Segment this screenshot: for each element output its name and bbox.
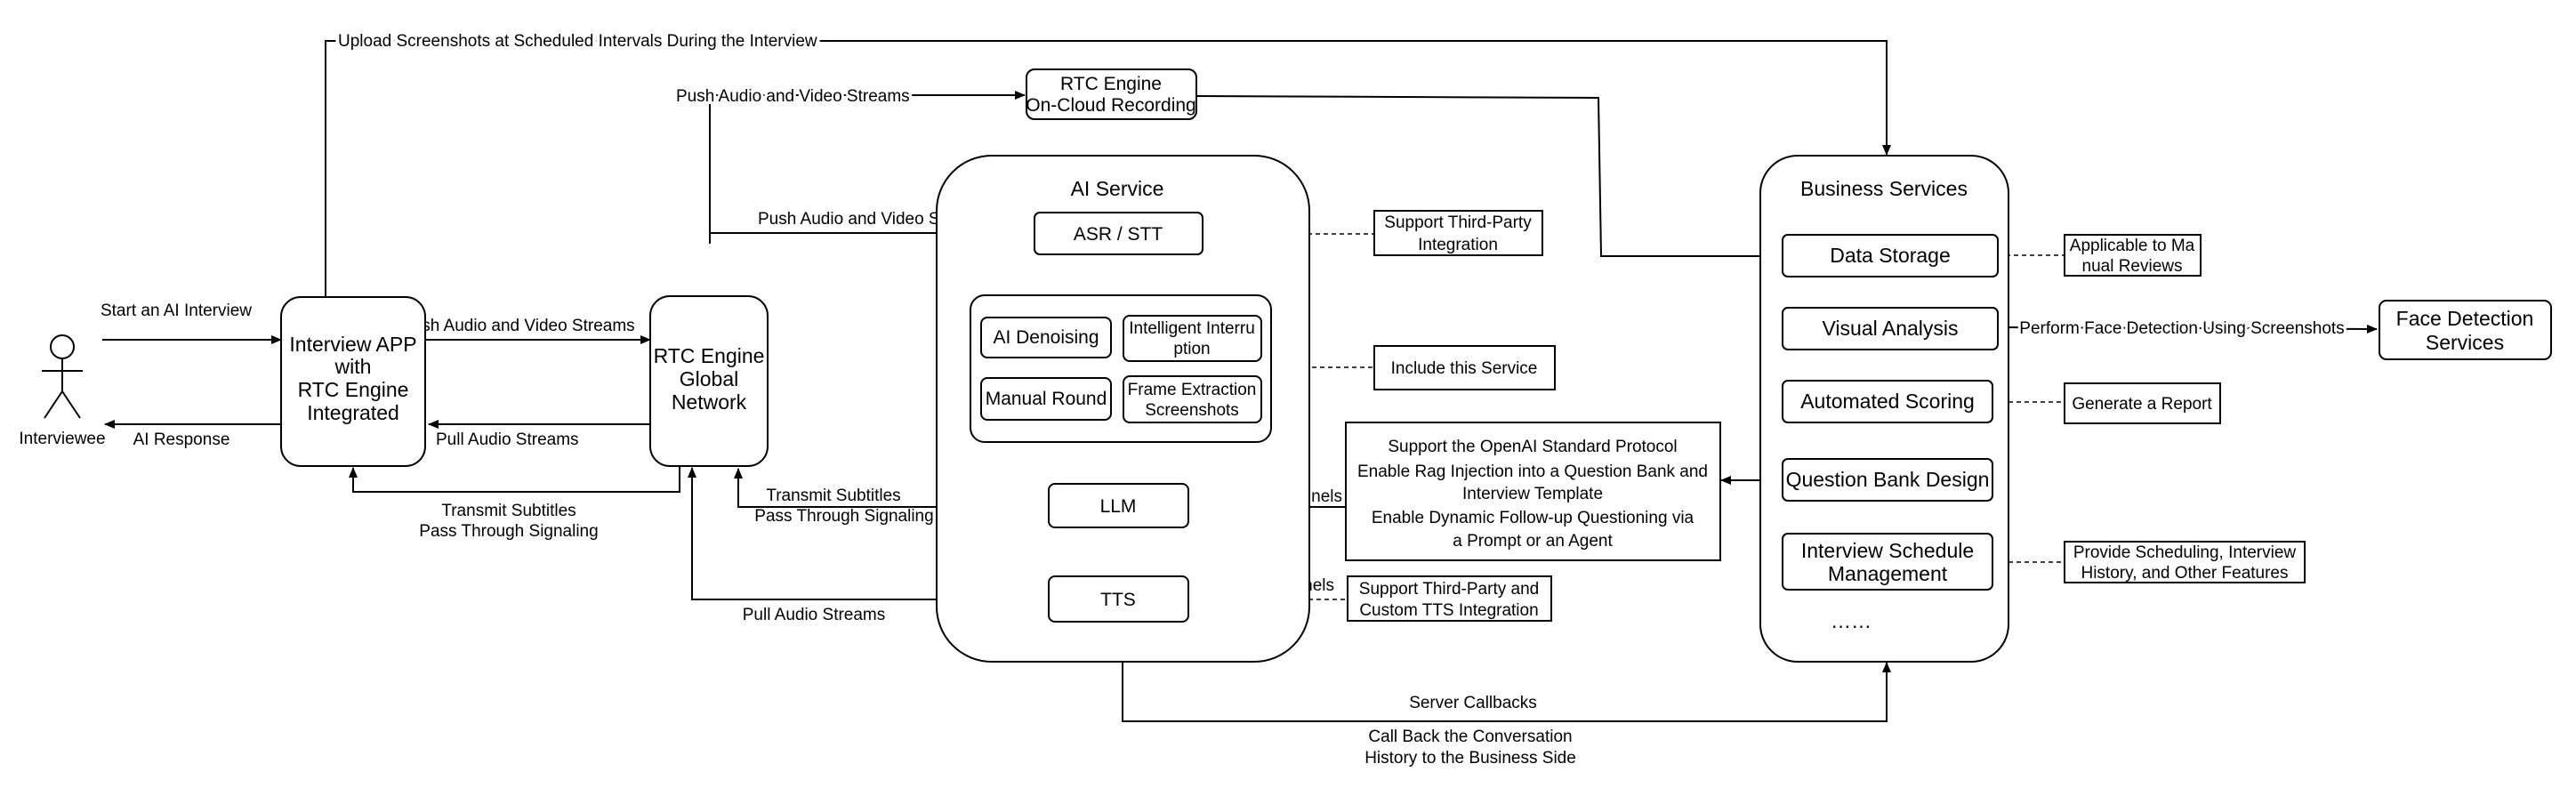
rtc-global-network-node: RTC Engine Global Network <box>649 295 769 467</box>
visual-analysis-box <box>1782 307 1999 350</box>
data-storage-label: Data Storage <box>1830 244 1951 267</box>
frame-extraction-line-1: Frame Extraction <box>1128 381 1257 399</box>
intelligent-interruption-line-1: Intelligent Interru <box>1129 319 1255 338</box>
label-server-callbacks: Server Callbacks <box>1409 694 1537 712</box>
note-openai-protocol: Support the OpenAI Standard Protocol Ena… <box>1345 422 1721 561</box>
interview-app-line-2: with <box>334 355 372 378</box>
edge-server-callbacks <box>1122 662 1891 722</box>
note-openai-line-2: Enable Rag Injection into a Question Ban… <box>1357 462 1708 481</box>
edge-subtitles-app <box>349 466 680 493</box>
note-openai-line-5: a Prompt or an Agent <box>1453 532 1613 551</box>
rtc-network-line-3: Network <box>672 390 747 414</box>
note-scheduling-line-1: Provide Scheduling, Interview <box>2073 543 2297 562</box>
note-scheduling: Provide Scheduling, Interview History, a… <box>2064 541 2306 583</box>
question-bank-label: Question Bank Design <box>1786 468 1990 491</box>
interviewee-actor: Interviewee <box>19 334 106 448</box>
rtc-network-line-2: Global <box>680 367 738 390</box>
actor-label: Interviewee <box>19 430 105 448</box>
ai-modules-group: AI Denoising Intelligent Interru ption M… <box>970 294 1272 443</box>
edge-push-recording <box>709 91 1026 244</box>
note-asr-line-2: Integration <box>1418 236 1498 254</box>
label-subtitles-app-1: Transmit Subtitles <box>441 502 576 520</box>
note-generate-report: Generate a Report <box>2064 382 2221 424</box>
note-include-service-label: Include this Service <box>1391 359 1538 378</box>
actor-right-leg <box>61 390 81 419</box>
edge-upload-screenshots <box>325 40 1891 296</box>
note-generate-report-label: Generate a Report <box>2072 395 2212 414</box>
schedule-management-line-2: Management <box>1828 562 1948 585</box>
edge-recording-storage <box>1196 95 1782 261</box>
interview-app-node: Interview APP with RTC Engine Integrated <box>280 296 426 467</box>
note-asr-third-party: Support Third-Party Integration <box>1373 210 1543 256</box>
interview-app-line-3: RTC Engine <box>298 378 409 401</box>
cloud-recording-line-2: On-Cloud Recording <box>1026 95 1195 116</box>
label-subtitles-llm-1: Transmit Subtitles <box>766 486 900 505</box>
label-subtitles-llm-2: Pass Through Signaling <box>754 507 933 526</box>
note-tts-line-1: Support Third-Party and <box>1359 580 1539 599</box>
face-detection-node: Face Detection Services <box>2379 300 2552 360</box>
face-detection-line-2: Services <box>2426 331 2504 354</box>
cloud-recording-line-1: RTC Engine <box>1060 74 1162 94</box>
edge-pull-audio-tts <box>688 467 1048 600</box>
note-manual-reviews-line-2: nual Reviews <box>2082 257 2183 276</box>
face-detection-line-1: Face Detection <box>2396 307 2534 330</box>
asr-stt-label: ASR / STT <box>1074 224 1163 245</box>
label-ai-response: AI Response <box>133 430 230 449</box>
note-openai-line-1: Support the OpenAI Standard Protocol <box>1388 438 1677 456</box>
ai-denoising-box <box>980 317 1112 358</box>
data-storage-box <box>1782 234 1999 277</box>
intelligent-interruption-box <box>1123 315 1262 362</box>
label-pull-audio-tts: Pull Audio Streams <box>743 606 886 624</box>
automated-scoring-label: Automated Scoring <box>1800 390 1975 413</box>
rtc-network-line-1: RTC Engine <box>654 344 765 367</box>
label-pull-audio-app: Pull Audio Streams <box>436 430 579 449</box>
note-manual-reviews-line-1: Applicable to Ma <box>2070 237 2195 255</box>
frame-extraction-line-2: Screenshots <box>1145 401 1239 420</box>
actor-left-leg <box>44 390 63 419</box>
label-face-detection-edge: Perform Face Detection Using Screenshots <box>2019 319 2344 338</box>
schedule-management-line-1: Interview Schedule <box>1801 539 1974 562</box>
business-services-title: Business Services <box>1800 177 1968 200</box>
label-upload-screenshots: Upload Screenshots at Scheduled Interval… <box>338 32 817 51</box>
interview-app-line-1: Interview APP <box>289 333 416 356</box>
note-scheduling-line-2: History, and Other Features <box>2081 564 2288 583</box>
label-push-av-asr: Push Audio and Video Streams <box>758 210 992 229</box>
llm-node: LLM <box>1048 483 1189 528</box>
note-openai-line-3: Interview Template <box>1462 485 1603 503</box>
tts-node: TTS <box>1048 575 1189 623</box>
automated-scoring-box <box>1782 380 1993 423</box>
more-services-ellipsis: …… <box>1831 609 1872 632</box>
note-include-service: Include this Service <box>1373 345 1556 390</box>
label-push-av-app: Push Audio and Video Streams <box>401 317 635 335</box>
interview-app-line-4: Integrated <box>307 401 399 424</box>
asr-stt-node: ASR / STT <box>1034 212 1203 255</box>
edge-face-detection <box>1997 324 2378 334</box>
actor-head <box>50 334 75 359</box>
business-services-container: Business Services Data Storage Visual An… <box>1759 155 2009 663</box>
intelligent-interruption-line-2: ption <box>1173 340 1210 358</box>
label-call-back-2: History to the Business Side <box>1364 749 1576 768</box>
label-subtitles-app-2: Pass Through Signaling <box>419 522 598 541</box>
label-call-back-1: Call Back the Conversation <box>1368 728 1572 746</box>
visual-analysis-label: Visual Analysis <box>1823 317 1959 340</box>
note-openai-line-4: Enable Dynamic Follow-up Questioning via <box>1372 509 1695 527</box>
question-bank-box <box>1782 458 1993 502</box>
note-tts-line-2: Custom TTS Integration <box>1359 601 1538 620</box>
manual-round-box <box>980 377 1112 421</box>
note-tts-third-party: Support Third-Party and Custom TTS Integ… <box>1347 575 1552 622</box>
schedule-management-box <box>1782 533 1993 591</box>
manual-round-label: Manual Round <box>986 389 1107 409</box>
cloud-recording-node: RTC Engine On-Cloud Recording <box>1026 68 1197 120</box>
note-manual-reviews: Applicable to Ma nual Reviews <box>2064 234 2202 277</box>
label-start-interview: Start an AI Interview <box>101 302 252 320</box>
ai-service-title: AI Service <box>1071 177 1164 200</box>
note-asr-line-1: Support Third-Party <box>1384 213 1532 232</box>
tts-label: TTS <box>1100 590 1136 610</box>
label-push-av-top: Push Audio and Video Streams <box>676 87 910 106</box>
frame-extraction-box <box>1123 375 1262 423</box>
llm-label: LLM <box>1100 496 1137 517</box>
ai-denoising-label: AI Denoising <box>993 327 1099 348</box>
